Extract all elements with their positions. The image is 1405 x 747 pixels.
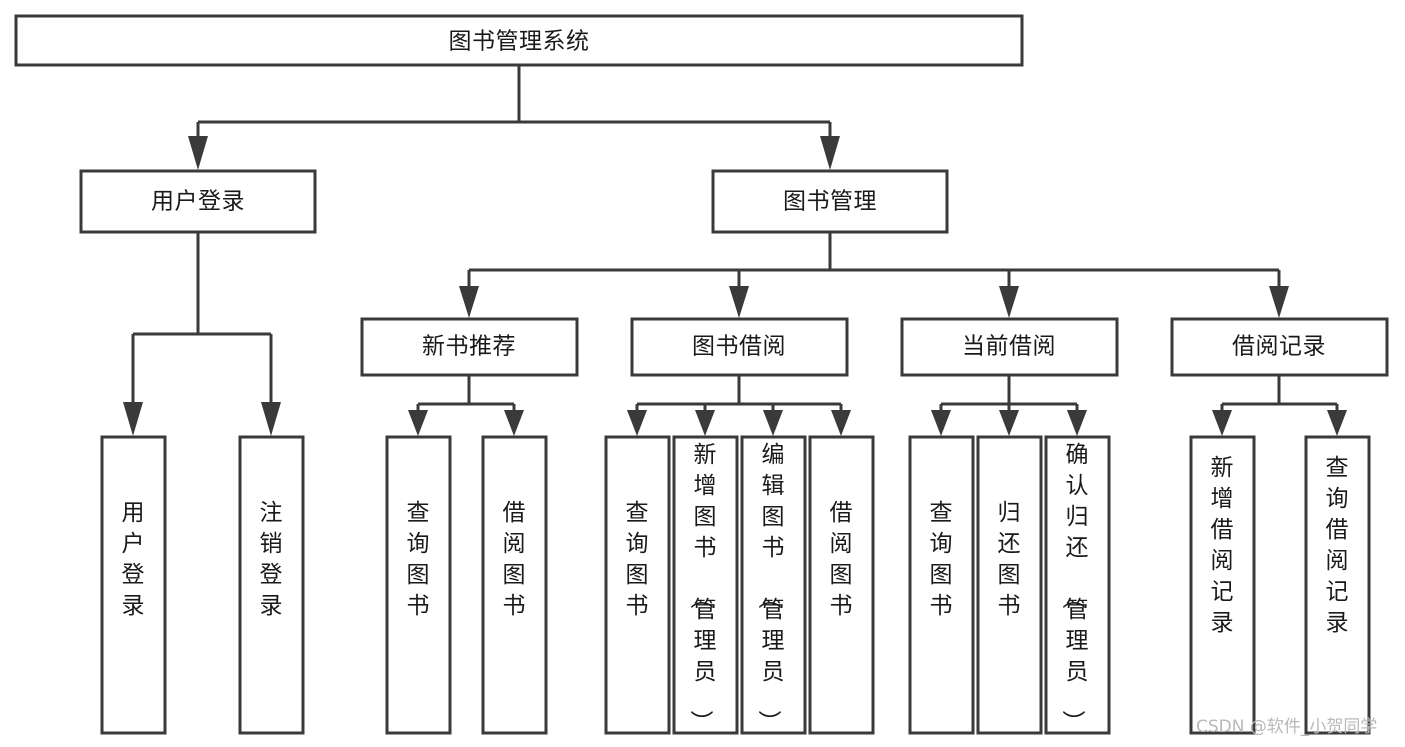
leaf-book-borrow-2-box[interactable] <box>672 435 739 735</box>
leaf-book-borrow-4[interactable]: 借阅图书 <box>808 435 875 735</box>
watermark-label: CSDN @软件_小贺同学 <box>1196 717 1377 737</box>
node-book-borrow-label: 图书借阅 <box>692 334 786 360</box>
node-book-borrow-box[interactable] <box>630 317 849 377</box>
arrow-head-leaf-current-borrow-2 <box>999 410 1019 436</box>
arrow-head-leaf-new-book-1 <box>408 410 428 436</box>
arrow-head-leaf-new-book-2 <box>504 410 524 436</box>
node-new-book-recommend[interactable]: 新书推荐 <box>360 317 579 377</box>
arrow-head-leaf-book-borrow-4 <box>831 410 851 436</box>
node-book-management[interactable]: 图书管理 <box>711 169 949 234</box>
node-borrow-record-label: 借阅记录 <box>1232 334 1326 360</box>
leaf-user-login-2-box[interactable] <box>238 435 305 735</box>
node-book-borrow[interactable]: 图书借阅 <box>630 317 849 377</box>
leaf-book-borrow-3-box[interactable] <box>740 435 807 735</box>
leaf-book-borrow-3-label: 编辑图书（管理员） <box>756 442 785 733</box>
node-user-login-label: 用户登录 <box>151 189 245 215</box>
leaf-user-login-2-label: 注销登录 <box>260 500 283 619</box>
leaf-borrow-record-1-box[interactable] <box>1189 435 1256 735</box>
node-book-management-label: 图书管理 <box>783 189 877 215</box>
leaf-current-borrow-3-label: 确认归还（管理员） <box>1060 442 1089 733</box>
arrow-head-leaf-user-login-2 <box>261 402 281 436</box>
arrow-head-user-login <box>188 136 208 170</box>
arrow-head-leaf-book-borrow-2 <box>695 410 715 436</box>
node-root-label: 图书管理系统 <box>449 29 590 55</box>
leaf-book-borrow-2[interactable]: 新增图书（管理员） <box>672 435 739 735</box>
node-current-borrow-box[interactable] <box>900 317 1119 377</box>
leaf-current-borrow-2[interactable]: 归还图书 <box>976 435 1043 735</box>
leaf-user-login-2[interactable]: 注销登录 <box>238 435 305 735</box>
leaf-current-borrow-2-label: 归还图书 <box>998 500 1021 619</box>
leaf-borrow-record-1-label: 新增借阅记录 <box>1211 455 1234 636</box>
arrow-head-leaf-current-borrow-3 <box>1067 410 1087 436</box>
node-borrow-record[interactable]: 借阅记录 <box>1170 317 1389 377</box>
leaf-new-book-1-label: 查询图书 <box>407 500 430 619</box>
node-user-login[interactable]: 用户登录 <box>79 169 317 234</box>
connector-layer <box>123 66 1347 436</box>
leaf-current-borrow-3-box[interactable] <box>1044 435 1111 735</box>
leaf-user-login-1-box[interactable] <box>100 435 167 735</box>
leaf-user-login-1-label: 用户登录 <box>122 500 145 619</box>
leaf-user-login-1[interactable]: 用户登录 <box>100 435 167 735</box>
arrow-head-leaf-book-borrow-1 <box>627 410 647 436</box>
leaf-current-borrow-1-box[interactable] <box>908 435 975 735</box>
arrow-head-current-borrow <box>999 286 1019 318</box>
node-root-box[interactable] <box>14 14 1024 67</box>
node-new-book-recommend-box[interactable] <box>360 317 579 377</box>
node-borrow-record-box[interactable] <box>1170 317 1389 377</box>
leaf-new-book-1-box[interactable] <box>385 435 452 735</box>
leaf-current-borrow-3[interactable]: 确认归还（管理员） <box>1044 435 1111 735</box>
arrow-head-leaf-current-borrow-1 <box>931 410 951 436</box>
leaf-new-book-1[interactable]: 查询图书 <box>385 435 452 735</box>
node-user-login-box[interactable] <box>79 169 317 234</box>
arrow-head-leaf-book-borrow-3 <box>763 410 783 436</box>
node-current-borrow[interactable]: 当前借阅 <box>900 317 1119 377</box>
leaf-current-borrow-1-label: 查询图书 <box>930 500 953 619</box>
leaf-book-borrow-2-label: 新增图书（管理员） <box>688 442 717 733</box>
arrow-head-leaf-user-login-1 <box>123 402 143 436</box>
leaf-book-borrow-1[interactable]: 查询图书 <box>604 435 671 735</box>
leaf-current-borrow-1[interactable]: 查询图书 <box>908 435 975 735</box>
arrow-head-new-book-recommend <box>459 286 479 318</box>
leaf-borrow-record-2[interactable]: 查询借阅记录 <box>1304 435 1371 735</box>
leaf-book-borrow-3[interactable]: 编辑图书（管理员） <box>740 435 807 735</box>
leaf-new-book-2-box[interactable] <box>481 435 548 735</box>
node-current-borrow-label: 当前借阅 <box>962 334 1056 360</box>
node-root-book-management-system[interactable]: 图书管理系统 <box>14 14 1024 67</box>
arrow-head-leaf-borrow-record-1 <box>1212 410 1232 436</box>
arrow-head-book-borrow <box>729 286 749 318</box>
leaf-borrow-record-2-box[interactable] <box>1304 435 1371 735</box>
arrow-head-leaf-borrow-record-2 <box>1327 410 1347 436</box>
leaf-book-borrow-1-box[interactable] <box>604 435 671 735</box>
leaf-book-borrow-1-label: 查询图书 <box>626 500 649 619</box>
leaf-book-borrow-4-box[interactable] <box>808 435 875 735</box>
leaf-new-book-2-label: 借阅图书 <box>503 500 526 619</box>
arrow-head-book-manage <box>820 136 840 170</box>
leaf-current-borrow-2-box[interactable] <box>976 435 1043 735</box>
leaf-borrow-record-2-label: 查询借阅记录 <box>1326 455 1349 636</box>
leaf-book-borrow-4-label: 借阅图书 <box>830 500 853 619</box>
leaf-borrow-record-1[interactable]: 新增借阅记录 <box>1189 435 1256 735</box>
leaf-new-book-2[interactable]: 借阅图书 <box>481 435 548 735</box>
node-new-book-recommend-label: 新书推荐 <box>422 334 516 360</box>
arrow-head-borrow-record <box>1269 286 1289 318</box>
node-book-management-box[interactable] <box>711 169 949 234</box>
